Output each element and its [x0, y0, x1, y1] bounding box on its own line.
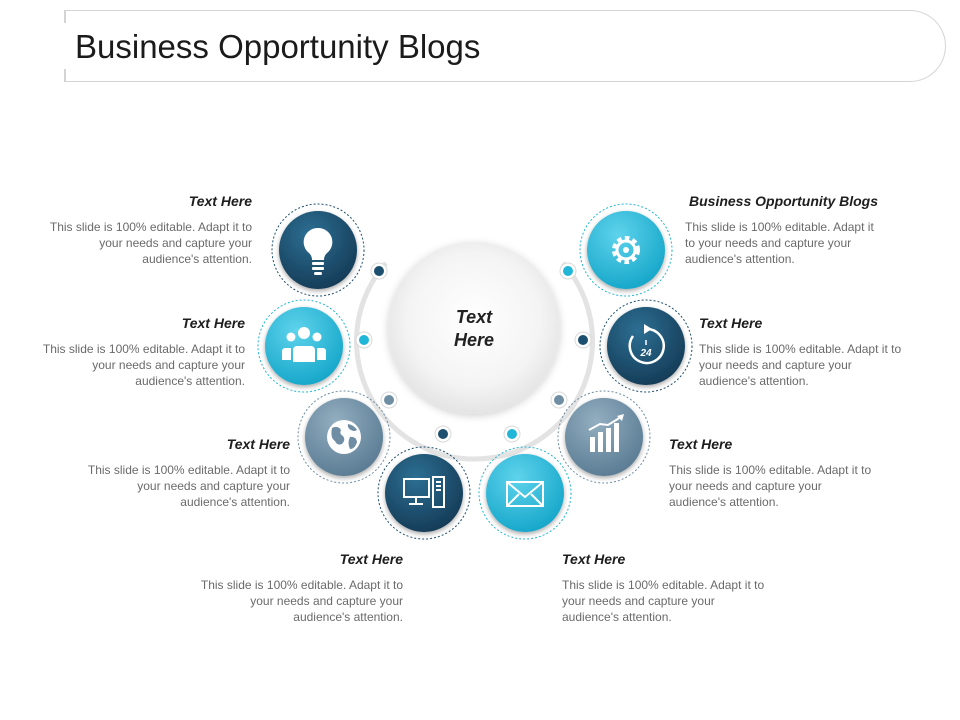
text-block-body: This slide is 100% editable. Adapt it to… — [562, 578, 765, 624]
text-block-body: This slide is 100% editable. Adapt it to… — [200, 578, 403, 624]
svg-text:24: 24 — [639, 348, 652, 359]
text-block-8: Business Opportunity Blogs This slide is… — [685, 193, 910, 273]
text-block-heading: Business Opportunity Blogs — [689, 193, 879, 209]
page-title: Business Opportunity Blogs — [75, 28, 481, 65]
text-block-heading: Text Here — [181, 315, 245, 331]
icon-circle-1 — [271, 203, 365, 297]
ring-dot — [380, 391, 398, 409]
text-block-2: Text Here This slide is 100% editable. A… — [35, 315, 245, 395]
envelope-icon — [506, 481, 544, 507]
center-circle — [388, 242, 560, 414]
ring-dot — [355, 331, 373, 349]
icon-circle-7: 24 — [599, 299, 693, 393]
text-block-5: Text Here This slide is 100% editable. A… — [562, 551, 772, 631]
people-icon — [282, 327, 326, 362]
text-block-body: This slide is 100% editable. Adapt it to… — [49, 220, 252, 266]
text-block-body: This slide is 100% editable. Adapt it to… — [685, 220, 874, 266]
globe-icon — [327, 420, 361, 454]
bar-chart-icon — [588, 414, 624, 452]
text-block-heading: Text Here — [669, 436, 733, 452]
text-block-body: This slide is 100% editable. Adapt it to… — [669, 463, 872, 509]
ring-dot — [574, 331, 592, 349]
text-block-heading: Text Here — [339, 551, 403, 567]
ring-dot — [370, 262, 388, 280]
clock-24-icon: 24 — [628, 324, 666, 365]
text-block-4: Text Here This slide is 100% editable. A… — [193, 551, 403, 631]
ring-dot — [434, 425, 452, 443]
ring-dot — [559, 262, 577, 280]
icon-circle-6 — [557, 390, 651, 484]
text-block-heading: Text Here — [226, 436, 290, 452]
text-block-body: This slide is 100% editable. Adapt it to… — [87, 463, 290, 509]
lightbulb-icon — [303, 227, 333, 275]
ring-dot — [550, 391, 568, 409]
text-block-heading: Text Here — [188, 193, 252, 209]
text-block-body: This slide is 100% editable. Adapt it to… — [42, 342, 245, 388]
title-bar — [64, 10, 946, 82]
gear-icon — [612, 236, 640, 264]
icon-circle-3 — [297, 390, 391, 484]
icon-circle-5 — [478, 446, 572, 540]
text-block-3: Text Here This slide is 100% editable. A… — [80, 436, 290, 516]
icon-circle-8 — [579, 203, 673, 297]
text-block-heading: Text Here — [699, 315, 763, 331]
text-block-body: This slide is 100% editable. Adapt it to… — [699, 342, 902, 388]
text-block-7: Text Here This slide is 100% editable. A… — [699, 315, 909, 395]
text-block-heading: Text Here — [562, 551, 626, 567]
text-block-1: Text Here This slide is 100% editable. A… — [42, 193, 252, 273]
ring-dots — [355, 262, 592, 443]
icon-circle-2 — [257, 299, 351, 393]
text-block-6: Text Here This slide is 100% editable. A… — [669, 436, 879, 516]
computer-icon — [403, 476, 445, 508]
ring-dot — [503, 425, 521, 443]
icon-circle-4 — [377, 446, 471, 540]
